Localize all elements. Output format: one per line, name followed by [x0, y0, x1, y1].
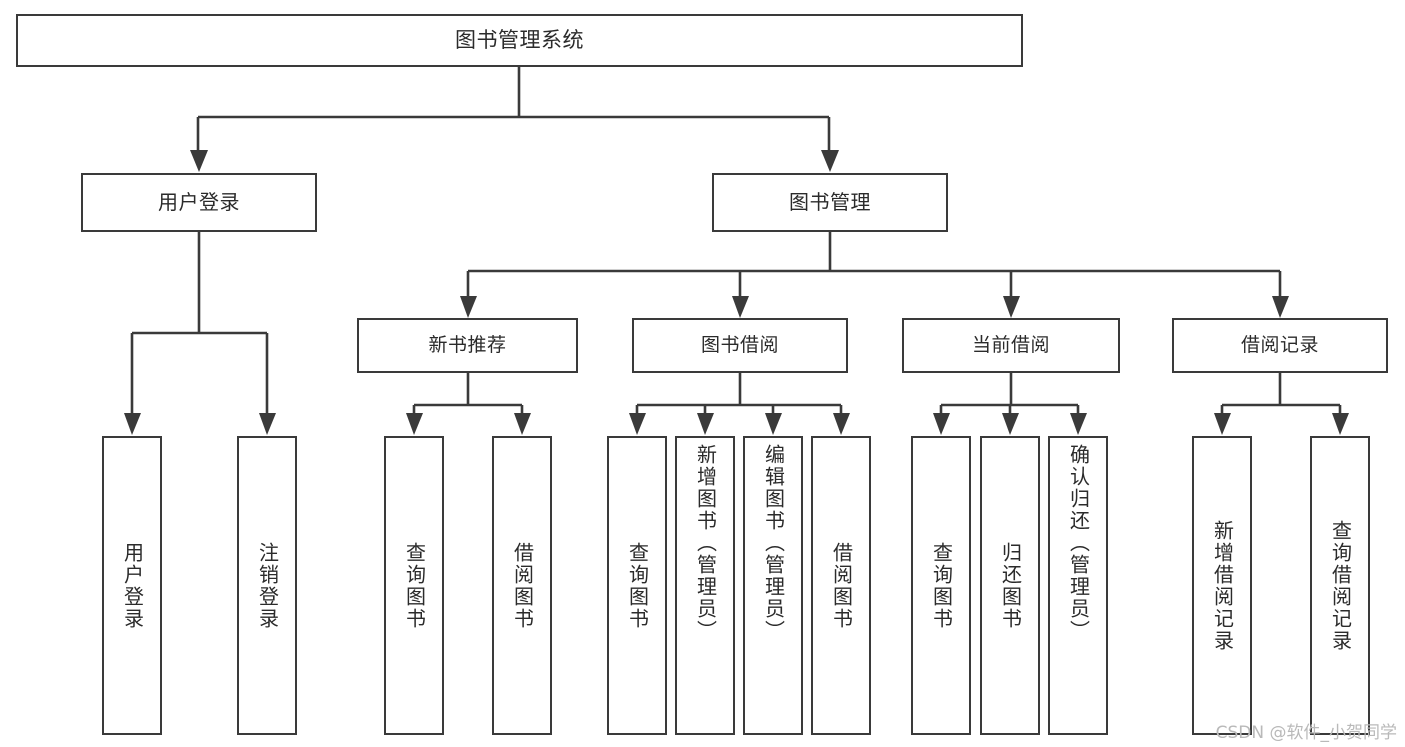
node-root[interactable]: 图书管理系统: [16, 14, 1023, 67]
leaf-query-book-3[interactable]: 查询图书: [911, 436, 971, 735]
leaf-label: 借阅图书: [510, 541, 535, 630]
leaf-label: 查询图书: [929, 541, 954, 630]
leaf-label: 新增借阅记录: [1210, 519, 1235, 652]
leaf-label: 查询图书: [625, 541, 650, 630]
leaf-borrow-book-2[interactable]: 借阅图书: [811, 436, 871, 735]
leaf-label: 编辑图书（管理员）: [761, 444, 786, 642]
node-current-borrow[interactable]: 当前借阅: [902, 318, 1120, 373]
leaf-return-book[interactable]: 归还图书: [980, 436, 1040, 735]
leaf-add-borrow-record[interactable]: 新增借阅记录: [1192, 436, 1252, 735]
leaf-query-book-2[interactable]: 查询图书: [607, 436, 667, 735]
leaf-logout[interactable]: 注销登录: [237, 436, 297, 735]
node-user-login[interactable]: 用户登录: [81, 173, 317, 232]
arrowheads: [124, 150, 1349, 435]
node-new-book-recommend-label: 新书推荐: [428, 334, 507, 357]
leaf-label: 用户登录: [120, 541, 145, 630]
node-current-borrow-label: 当前借阅: [971, 334, 1050, 357]
leaf-label: 注销登录: [255, 541, 280, 630]
node-root-label: 图书管理系统: [455, 28, 584, 53]
node-new-book-recommend[interactable]: 新书推荐: [357, 318, 578, 373]
node-user-login-label: 用户登录: [158, 189, 240, 214]
leaf-user-login[interactable]: 用户登录: [102, 436, 162, 735]
leaf-label: 借阅图书: [829, 541, 854, 630]
leaf-label: 确认归还（管理员）: [1066, 444, 1091, 642]
leaf-edit-book-admin[interactable]: 编辑图书（管理员）: [743, 436, 803, 735]
leaf-query-book-1[interactable]: 查询图书: [384, 436, 444, 735]
leaf-label: 新增图书（管理员）: [693, 444, 718, 642]
leaf-label: 查询借阅记录: [1328, 519, 1353, 652]
leaf-confirm-return-admin[interactable]: 确认归还（管理员）: [1048, 436, 1108, 735]
leaf-borrow-book-1[interactable]: 借阅图书: [492, 436, 552, 735]
watermark: CSDN @软件_小贺同学: [1215, 723, 1397, 743]
leaf-add-book-admin[interactable]: 新增图书（管理员）: [675, 436, 735, 735]
node-borrow-record[interactable]: 借阅记录: [1172, 318, 1388, 373]
node-book-borrow-label: 图书借阅: [700, 334, 779, 357]
node-borrow-record-label: 借阅记录: [1240, 334, 1319, 357]
node-book-manage-label: 图书管理: [789, 189, 871, 214]
node-book-manage[interactable]: 图书管理: [712, 173, 948, 232]
node-book-borrow[interactable]: 图书借阅: [632, 318, 848, 373]
leaf-label: 查询图书: [402, 541, 427, 630]
leaf-query-borrow-record[interactable]: 查询借阅记录: [1310, 436, 1370, 735]
leaf-label: 归还图书: [998, 541, 1023, 630]
